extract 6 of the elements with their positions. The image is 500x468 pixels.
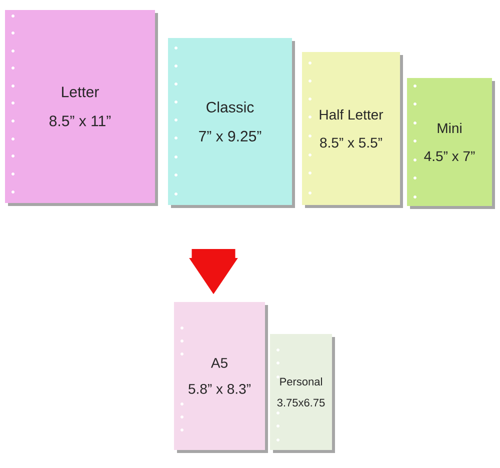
page-sheet: Classic 7” x 9.25” (168, 38, 295, 208)
page-sheet: Half Letter 8.5” x 5.5” (302, 52, 403, 208)
page-sheet: A5 5.8” x 8.3” (174, 302, 268, 453)
page-sheet: Personal 3.75x6.75 (270, 334, 335, 453)
page-sheet: Letter 8.5” x 11” (5, 10, 158, 206)
page-sheet: Mini 4.5” x 7” (407, 78, 495, 209)
